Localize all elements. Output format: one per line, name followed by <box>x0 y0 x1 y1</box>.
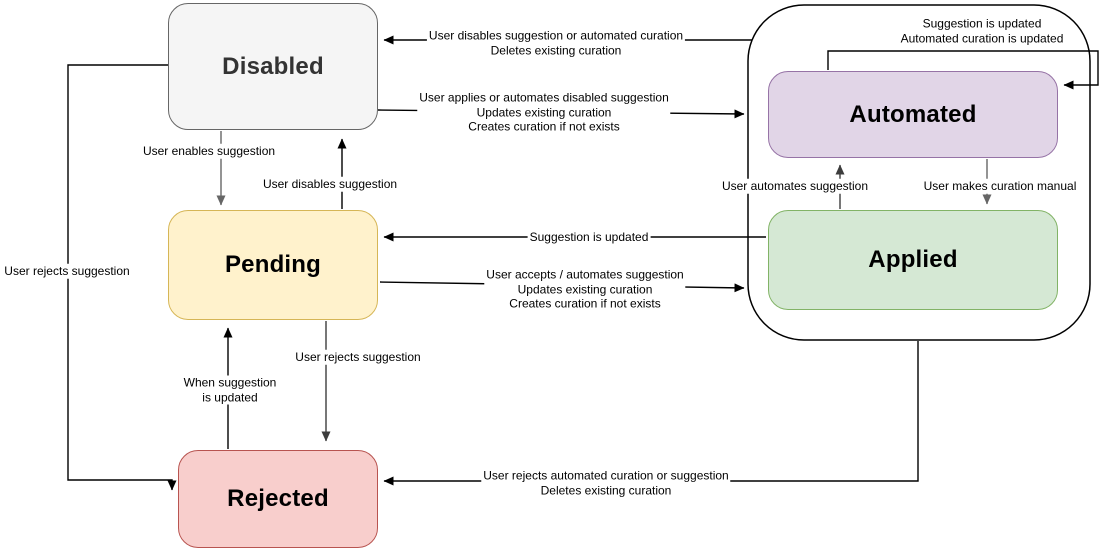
edge-disabled-to-rejected <box>67 64 177 491</box>
edge-label-user-enables-suggestion: User enables suggestion <box>140 143 278 159</box>
edge-label-pending-to-group: User accepts / automates suggestion Upda… <box>484 267 686 311</box>
edge-label-user-rejects-suggestion: User rejects suggestion <box>293 349 423 365</box>
state-disabled-label: Disabled <box>222 52 324 80</box>
edge-group-to-rejected <box>383 341 919 486</box>
state-pending-label: Pending <box>224 251 322 278</box>
edge-label-suggestion-is-updated: Suggestion is updated <box>527 229 651 245</box>
edge-label-user-disables-suggestion: User disables suggestion <box>260 176 400 192</box>
state-automated: Automated <box>768 71 1058 158</box>
state-automated-label: Automated <box>849 100 977 128</box>
edge-label-disabled-to-group: User applies or automates disabled sugge… <box>417 90 671 134</box>
edge-automated-self-loop <box>827 50 1099 90</box>
edge-label-automated-self-loop: Suggestion is updated Automated curation… <box>898 16 1066 46</box>
edge-label-user-rejects-suggestion-left: User rejects suggestion <box>2 263 132 279</box>
edge-label-group-to-rejected: User rejects automated curation or sugge… <box>481 468 731 498</box>
state-pending: Pending <box>168 210 378 320</box>
edge-label-user-automates-suggestion: User automates suggestion <box>719 178 871 194</box>
edge-label-user-makes-curation-manual: User makes curation manual <box>921 178 1079 194</box>
state-applied-label: Applied <box>868 246 958 273</box>
automation-group-boundary <box>747 4 1091 341</box>
edge-label-when-suggestion-updated: When suggestion is updated <box>181 375 279 405</box>
state-rejected-label: Rejected <box>227 485 329 512</box>
edge-label-group-to-disabled: User disables suggestion or automated cu… <box>426 28 686 58</box>
state-applied: Applied <box>768 210 1058 310</box>
state-disabled: Disabled <box>168 3 378 130</box>
state-rejected: Rejected <box>178 450 378 548</box>
